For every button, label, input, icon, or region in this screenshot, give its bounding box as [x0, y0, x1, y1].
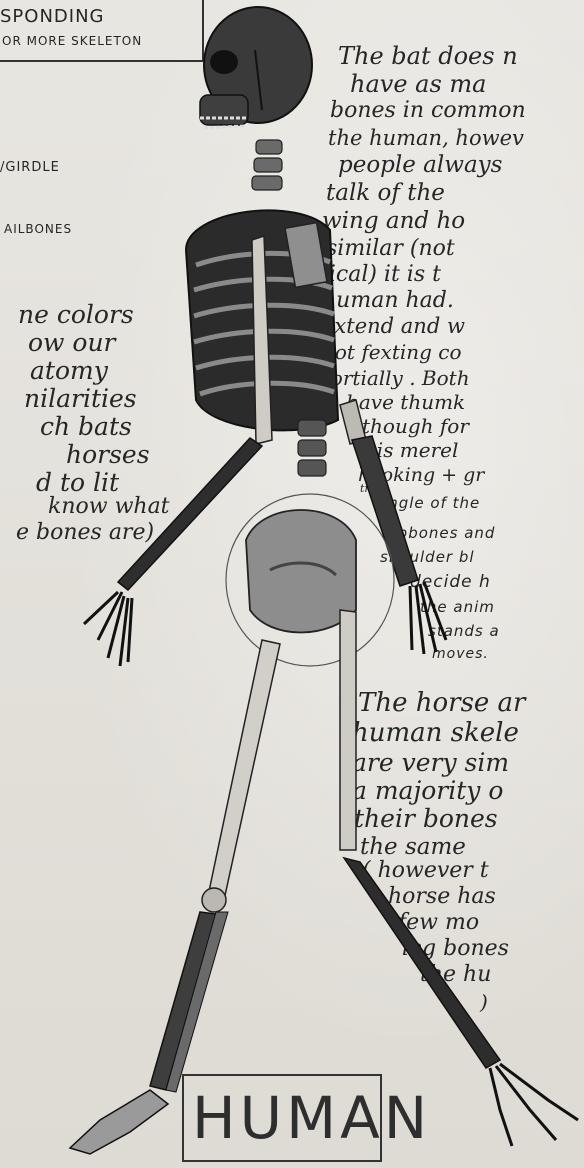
pelvis [226, 494, 394, 666]
right-forearm [352, 436, 418, 586]
right-hand [410, 582, 446, 654]
left-femur [208, 640, 280, 900]
left-forearm [118, 438, 262, 590]
right-shin [344, 858, 500, 1068]
neck-vertebrae [252, 140, 282, 190]
left-hand [84, 592, 132, 666]
right-foot [490, 1064, 578, 1146]
human-label: HUMAN [192, 1084, 431, 1152]
skull [200, 7, 312, 128]
lumbar-spine [298, 420, 326, 476]
left-foot [70, 1090, 168, 1154]
right-femur [340, 610, 356, 850]
left-knee [202, 888, 226, 912]
